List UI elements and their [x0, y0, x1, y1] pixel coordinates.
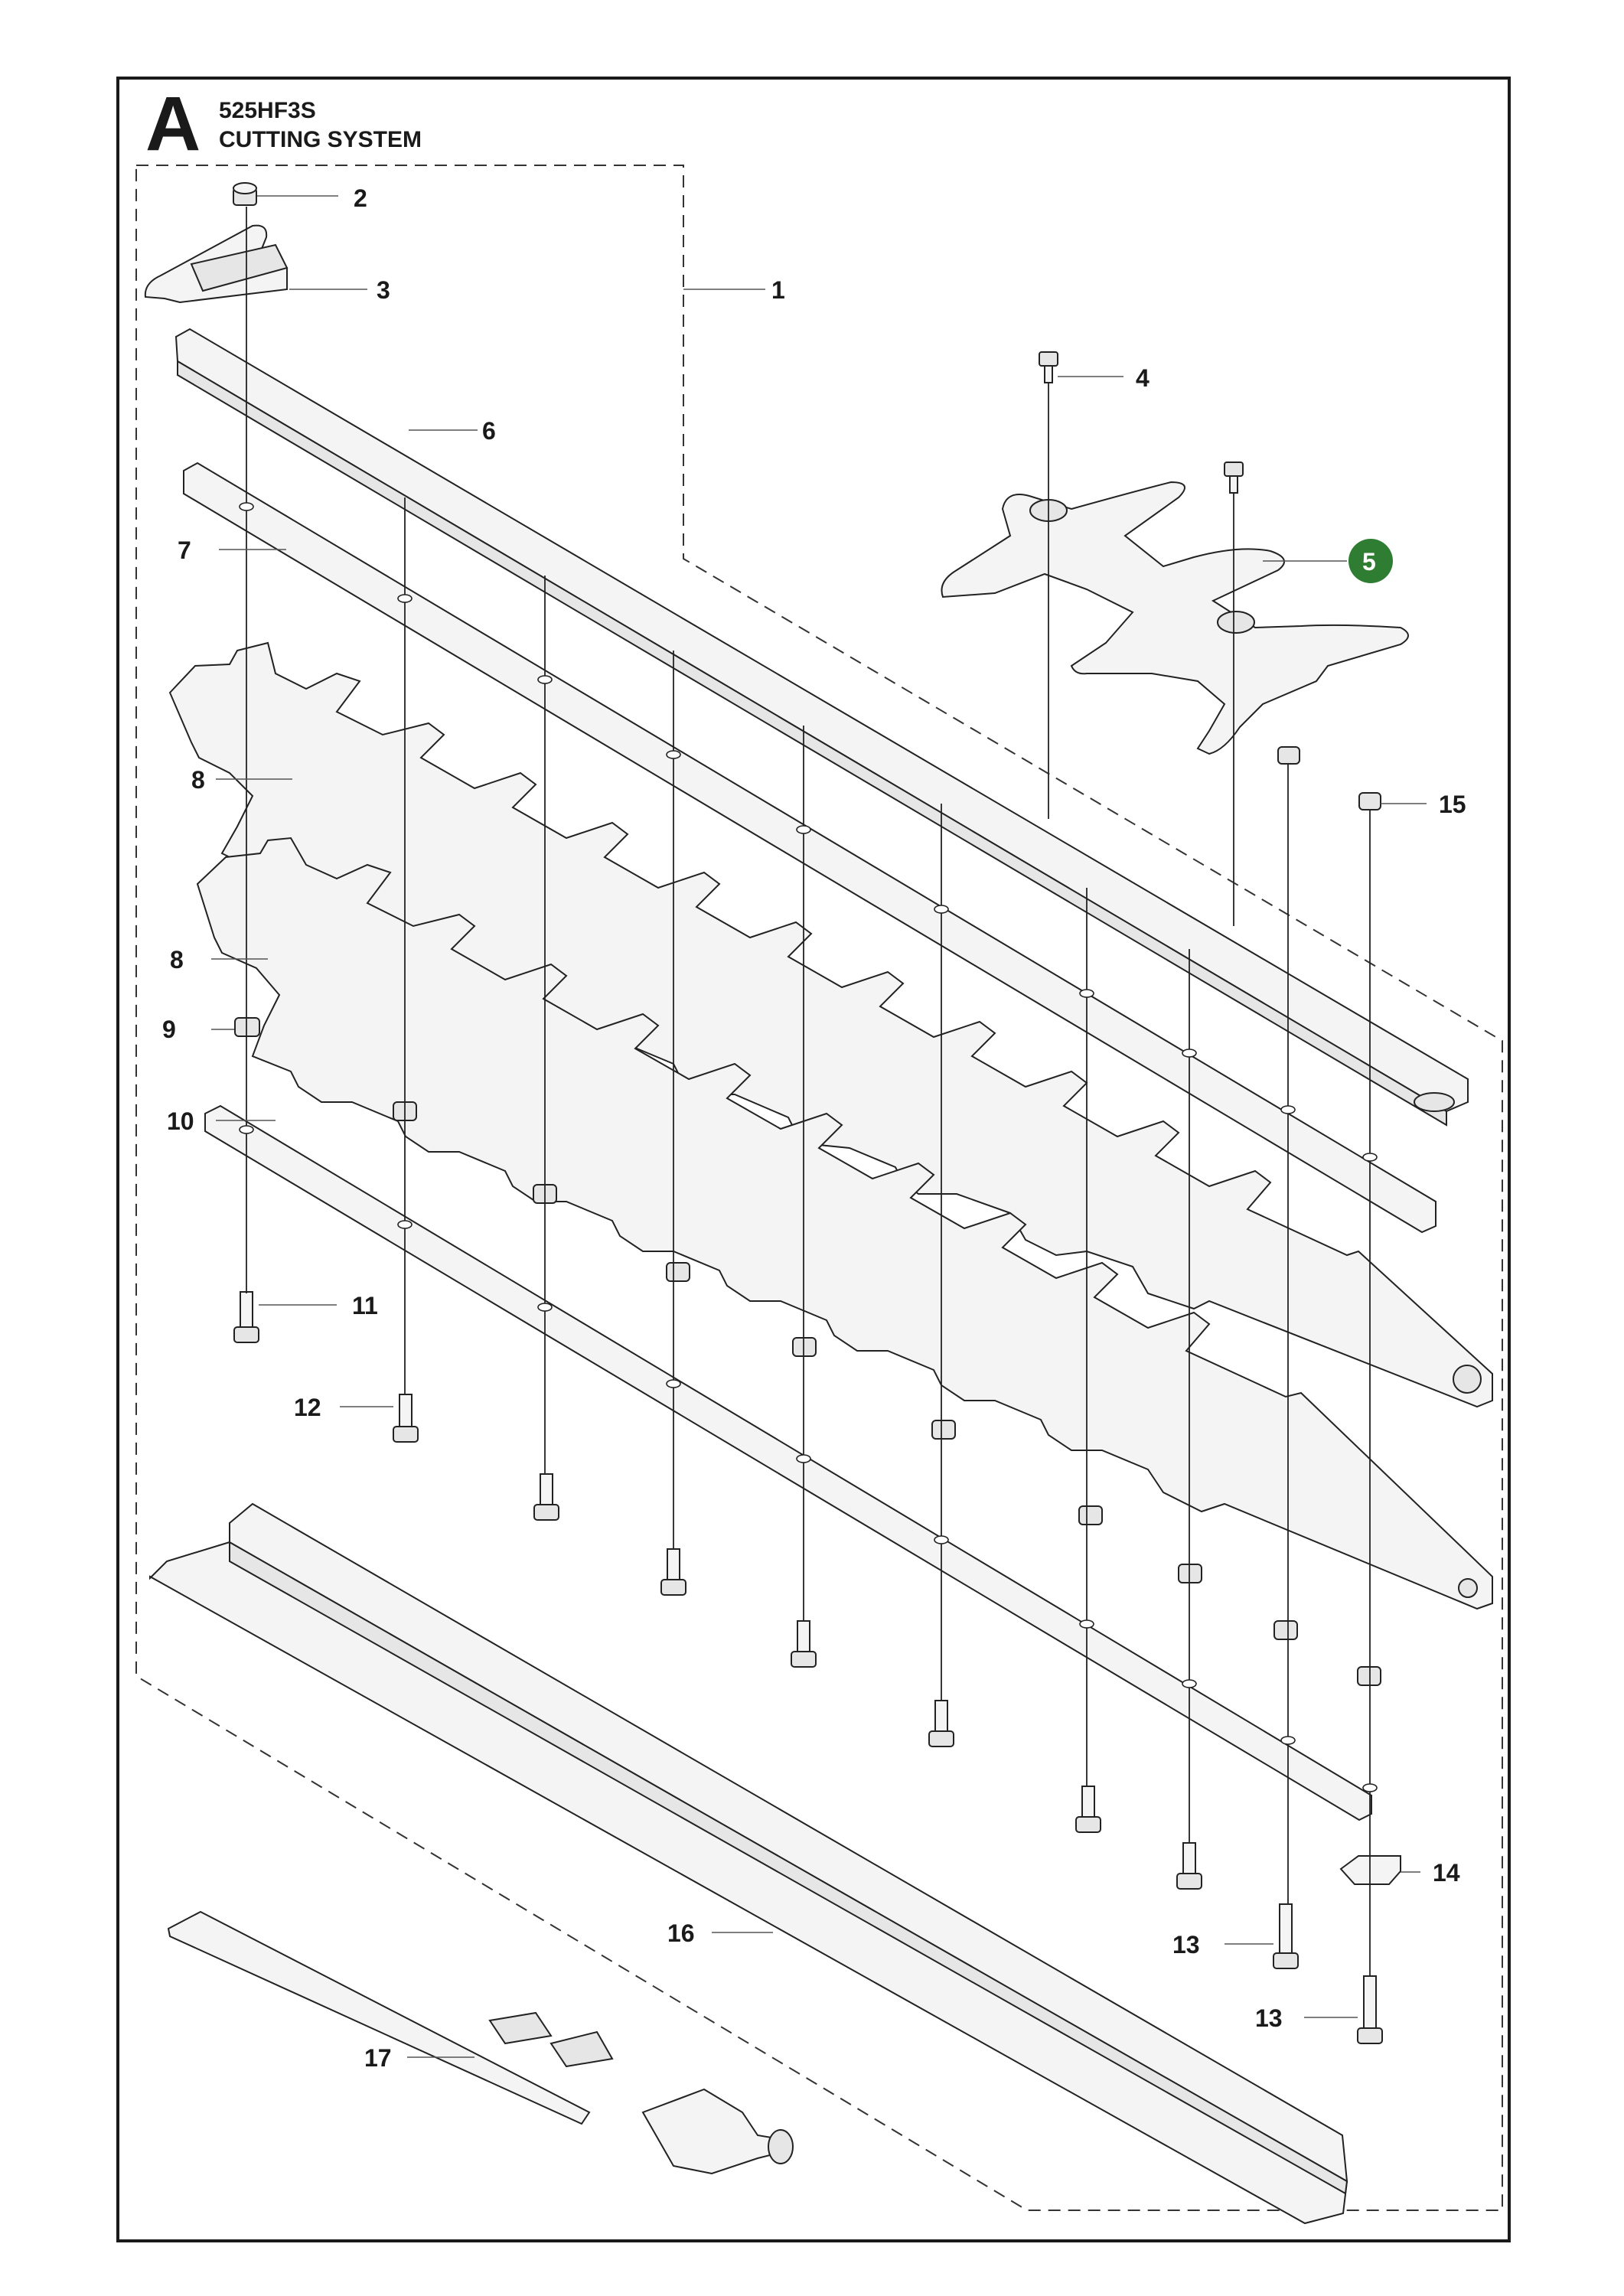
callout-5: 5	[1362, 548, 1376, 576]
callout-2: 2	[354, 184, 367, 212]
part-16-lower-guard	[149, 1502, 1348, 2225]
section-title: CUTTING SYSTEM	[219, 127, 422, 152]
callout-6: 6	[482, 417, 496, 445]
callout-8-lower: 8	[170, 946, 184, 974]
part-8-lower-blade	[196, 837, 1493, 1610]
part-10-bottom-plate	[204, 1104, 1372, 1821]
part-12-screw-6	[1075, 1786, 1101, 1833]
part-2-nut	[233, 182, 257, 206]
callout-16: 16	[667, 1919, 695, 1947]
part-12-screw-3	[660, 1548, 686, 1596]
part-13-screw	[1273, 1903, 1299, 1969]
part-5-support-bracket	[941, 481, 1409, 755]
callout-13-lower: 13	[1255, 2004, 1283, 2032]
part-7-spacer-strip	[183, 461, 1436, 1234]
callout-1: 1	[771, 276, 785, 304]
part-9-nut	[234, 1017, 260, 1037]
highlight-badge	[1348, 539, 1393, 583]
part-12-screw-5	[928, 1700, 954, 1747]
callout-17: 17	[364, 2044, 392, 2072]
part-3-tip-guard	[144, 224, 289, 304]
callout-9: 9	[162, 1016, 176, 1043]
part-12-screw-2	[533, 1473, 559, 1521]
part-9-nut-5	[792, 1337, 817, 1357]
model-name: 525HF3S	[219, 98, 316, 123]
part-14-clip	[1339, 1855, 1401, 1885]
part-6-guard-rail	[174, 328, 1469, 1127]
part-9-nut-9	[1273, 1620, 1298, 1640]
section-letter: A	[145, 81, 201, 167]
callout-10: 10	[167, 1107, 194, 1135]
callout-12: 12	[294, 1394, 321, 1421]
part-9-nut-7	[1078, 1505, 1103, 1525]
part-17-trimmer-head	[167, 1910, 794, 2175]
callout-13-upper: 13	[1172, 1931, 1200, 1958]
part-12-screw	[393, 1394, 419, 1443]
part-15-nut	[1358, 792, 1381, 810]
part-12-screw-7	[1176, 1842, 1202, 1890]
part-12-screw-4	[791, 1620, 817, 1668]
part-4-screw-2	[1224, 461, 1244, 494]
part-4-screw	[1039, 351, 1058, 383]
assembly-boundary-1	[135, 165, 1503, 2211]
callout-11: 11	[352, 1292, 378, 1319]
callout-4: 4	[1136, 364, 1150, 392]
part-13-screw-2	[1357, 1975, 1383, 2044]
callout-7: 7	[178, 536, 191, 564]
part-9-nut-10	[1357, 1666, 1381, 1686]
callout-8-upper: 8	[191, 766, 205, 794]
part-11-screw	[233, 1291, 259, 1343]
part-9-nut-8	[1178, 1564, 1202, 1583]
callout-14: 14	[1433, 1859, 1460, 1887]
part-9-nut-4	[666, 1262, 690, 1282]
callout-15: 15	[1439, 791, 1466, 818]
drawing-frame	[116, 77, 1511, 2242]
part-15-nut-2	[1277, 746, 1300, 765]
callout-3: 3	[377, 276, 390, 304]
part-9-nut-6	[931, 1420, 956, 1440]
